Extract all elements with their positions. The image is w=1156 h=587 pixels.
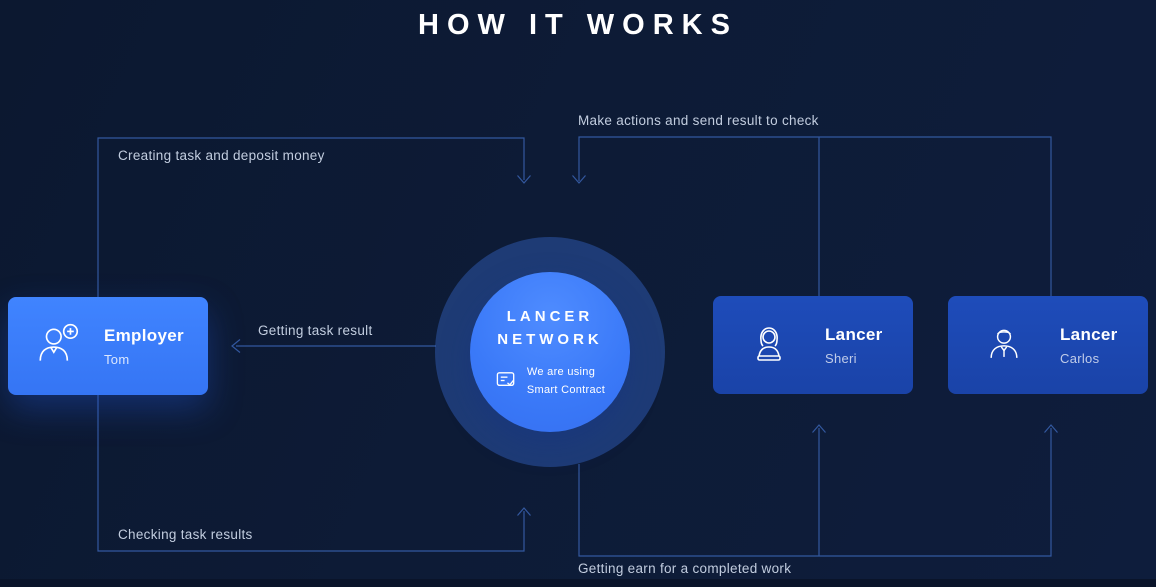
arrow-left-icon <box>231 339 241 353</box>
lancers-bottom-line <box>578 428 1052 557</box>
lancers-top-line <box>578 136 1052 296</box>
arrow-up-icon <box>812 424 826 433</box>
smart-contract-document-icon <box>496 372 515 387</box>
person-laptop-icon <box>747 321 791 369</box>
person-tie-icon <box>982 321 1026 369</box>
card-role: Lancer <box>1060 324 1118 344</box>
flow-label-make-actions: Make actions and send result to check <box>578 113 819 128</box>
lancer-carlos-card: Lancer Carlos <box>948 296 1148 394</box>
card-person-name: Carlos <box>1060 350 1100 366</box>
network-subtitle-row: We are using Smart Contract <box>495 363 605 399</box>
flow-label-checking-task-results: Checking task results <box>118 527 253 542</box>
section-bottom-divider <box>0 579 1156 587</box>
flow-label-creating-task: Creating task and deposit money <box>118 148 325 163</box>
lancer-network-node: LANCER NETWORK We are using Smart Contra… <box>470 272 630 432</box>
employer-card: Employer Tom <box>8 297 208 395</box>
card-role: Lancer <box>825 324 883 344</box>
flow-label-getting-earn: Getting earn for a completed work <box>578 561 792 576</box>
arrow-up-icon <box>1044 424 1058 433</box>
card-person-name: Tom <box>104 351 130 367</box>
network-title: LANCER NETWORK <box>497 308 603 349</box>
network-subtitle: We are using Smart Contract <box>526 365 606 396</box>
card-person-name: Sheri <box>825 350 857 366</box>
card-role: Employer <box>104 325 184 345</box>
lancer-sheri-card: Lancer Sheri <box>713 296 913 394</box>
flow-label-getting-task-result: Getting task result <box>258 323 373 338</box>
arrow-up-icon <box>517 507 531 516</box>
page-title: HOW IT WORKS <box>418 9 738 41</box>
arrow-down-icon <box>517 175 531 184</box>
person-plus-icon <box>34 321 84 371</box>
arrow-down-icon <box>572 175 586 184</box>
